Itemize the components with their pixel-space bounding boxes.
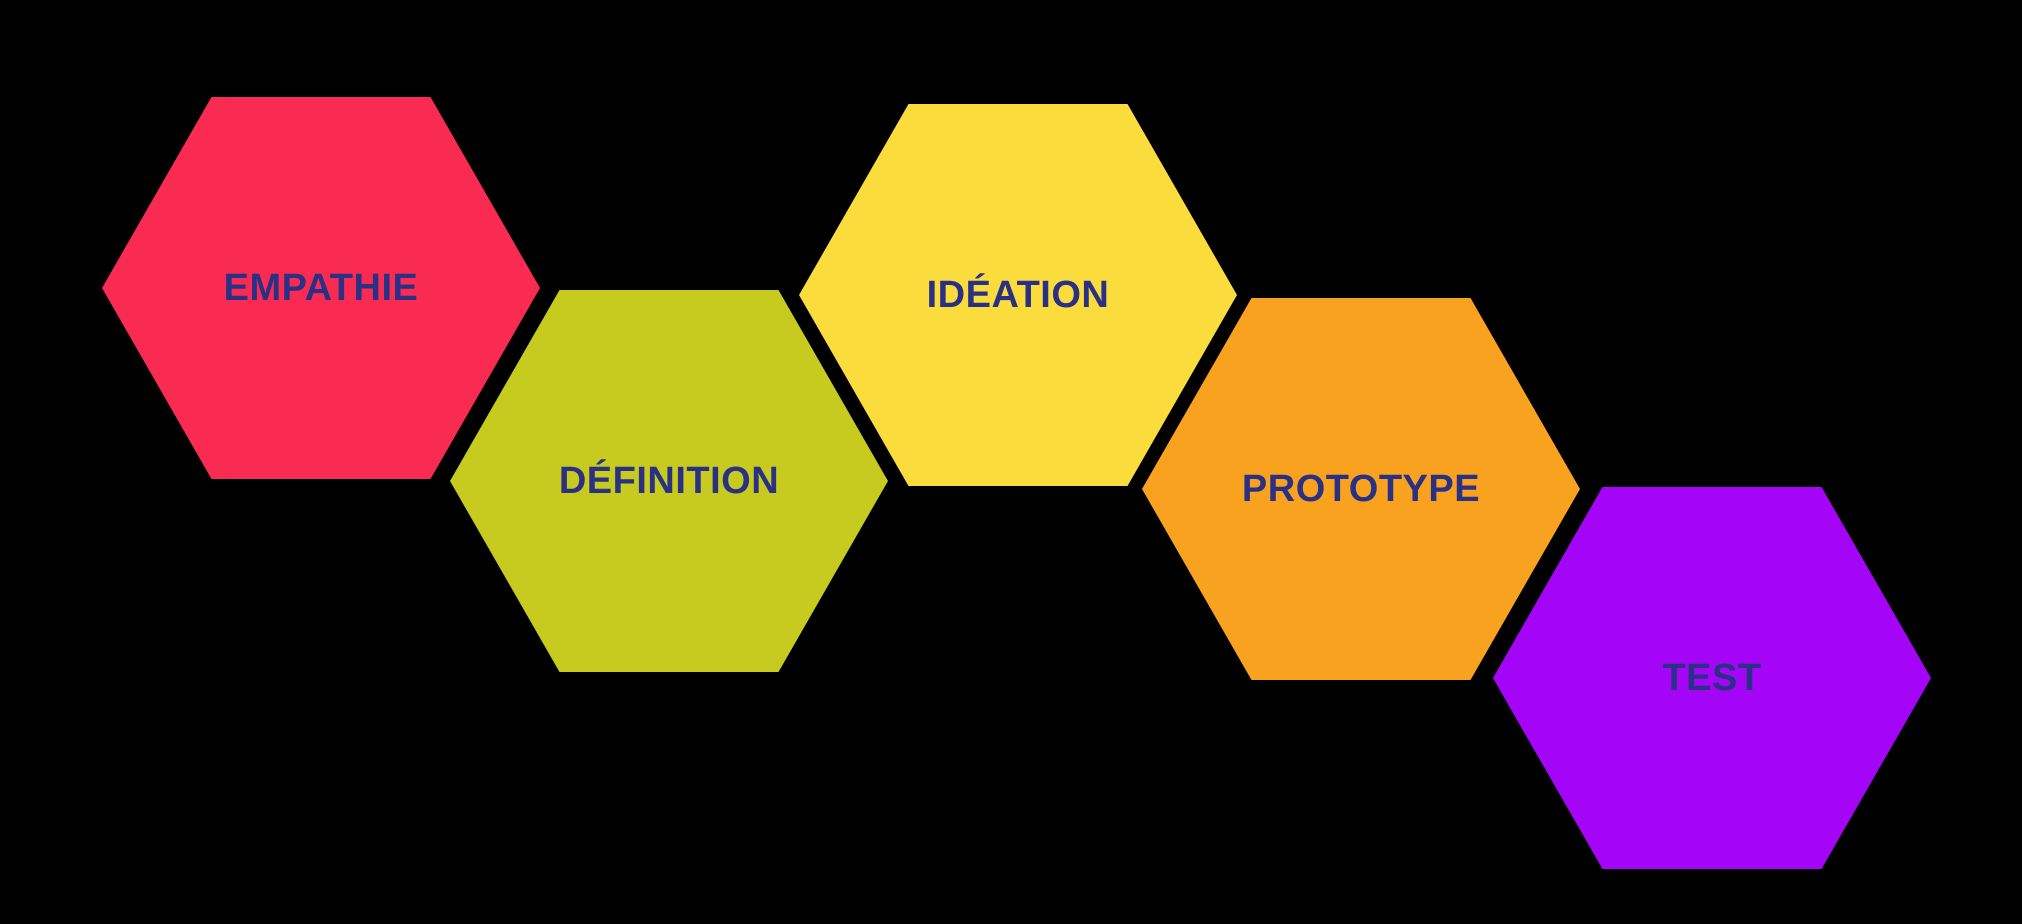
hexagon-label-definition: DÉFINITION [558, 459, 780, 502]
hexagon-label-empathie: EMPATHIE [223, 266, 419, 309]
hexagon-empathie: EMPATHIE [102, 97, 540, 479]
hexagon-test: TEST [1493, 487, 1931, 869]
hexagon-label-prototype: PROTOTYPE [1241, 467, 1481, 510]
hexagon-definition: DÉFINITION [450, 290, 888, 672]
hexagon-prototype: PROTOTYPE [1142, 298, 1580, 680]
hexagon-label-test: TEST [1662, 656, 1762, 699]
hexagon-label-ideation: IDÉATION [926, 273, 1110, 316]
hexagon-ideation: IDÉATION [799, 104, 1237, 486]
